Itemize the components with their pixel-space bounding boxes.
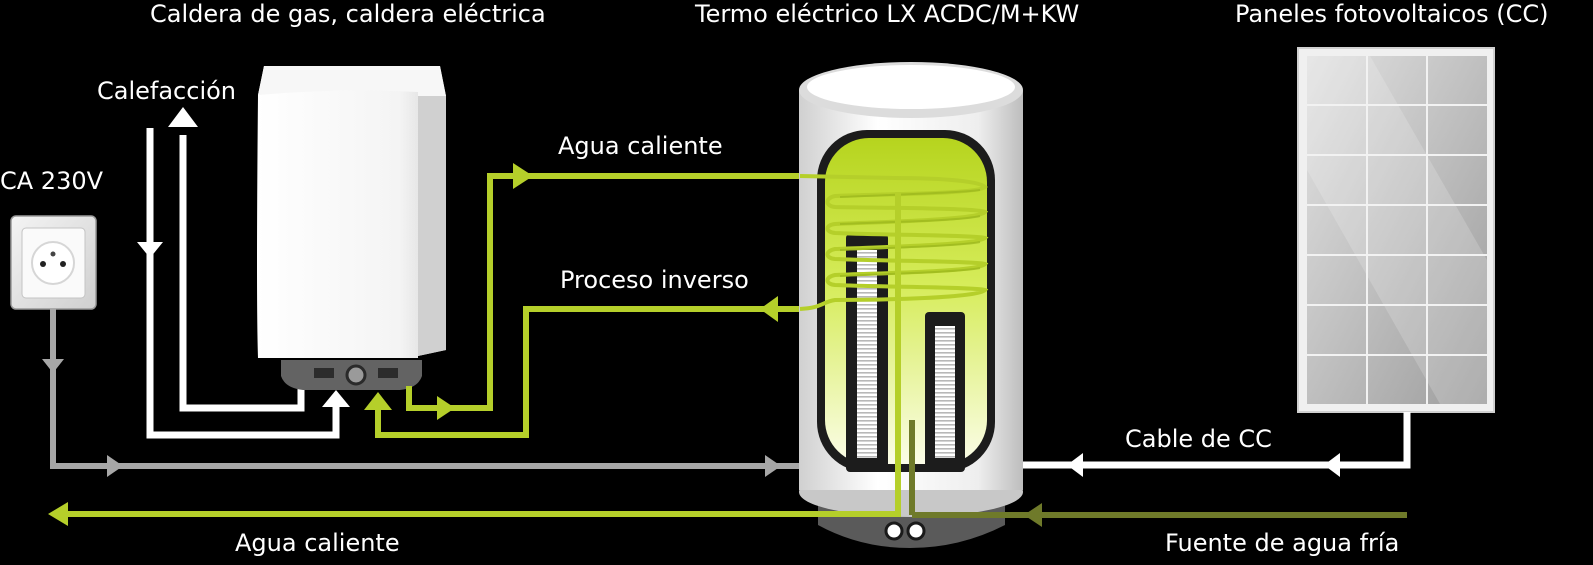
- reverse-process-label: Proceso inverso: [560, 266, 749, 294]
- heating-arrows: [137, 107, 350, 407]
- hot-water-top-label: Agua caliente: [558, 132, 723, 160]
- electric-water-heater: [799, 62, 1023, 548]
- dc-cable-line: [1010, 412, 1411, 477]
- hot-water-bottom-label: Agua caliente: [235, 529, 400, 557]
- ac-power-line: [42, 309, 800, 477]
- power-socket: [10, 215, 97, 310]
- heating-circuit: [146, 128, 340, 439]
- hot-water-arrows: [364, 163, 778, 420]
- gas-boiler: [257, 66, 446, 390]
- water-heater-title: Termo eléctrico LX ACDC/M+KW: [695, 0, 1080, 28]
- solar-panel: [1297, 47, 1495, 413]
- cold-water-source-label: Fuente de agua fría: [1165, 529, 1400, 557]
- ac-power-label: CA 230V: [0, 167, 104, 195]
- cold-water-input-line: [912, 503, 1407, 527]
- heating-label: Calefacción: [97, 77, 237, 105]
- dc-cable-label: Cable de CC: [1125, 425, 1272, 453]
- hot-water-circuit: [375, 173, 800, 438]
- hot-water-output-line: [48, 502, 901, 526]
- solar-panels-title: Paneles fotovoltaicos (CC): [1235, 0, 1549, 28]
- boiler-title: Caldera de gas, caldera eléctrica: [150, 0, 546, 28]
